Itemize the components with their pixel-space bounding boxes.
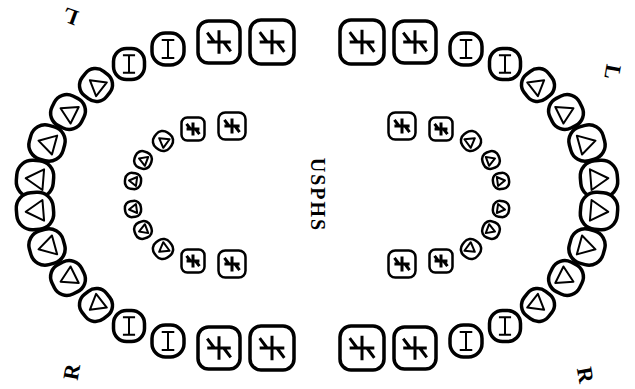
tooth [132, 149, 154, 171]
tooth [152, 325, 184, 357]
tooth [25, 121, 68, 164]
tooth [152, 33, 184, 65]
tooth [565, 121, 608, 164]
tooth [480, 219, 502, 241]
tooth [458, 236, 485, 263]
side-label: L [600, 63, 624, 81]
side-label: R [573, 365, 597, 384]
tooth [114, 49, 145, 80]
side-label: L [59, 3, 80, 29]
tooth [132, 219, 154, 241]
tooth [150, 236, 177, 263]
tooth [492, 172, 510, 190]
tooth [219, 251, 246, 278]
tooth [389, 113, 416, 140]
tooth [389, 251, 416, 278]
tooth [490, 311, 521, 342]
tooth [450, 325, 482, 357]
tooth [565, 225, 608, 268]
tooth [492, 200, 510, 218]
tooth [480, 149, 502, 171]
tooth [430, 250, 453, 273]
tooth [182, 118, 205, 141]
tooth [250, 326, 294, 370]
tooth [430, 118, 453, 141]
tooth [182, 250, 205, 273]
tooth [198, 21, 240, 63]
tooth [490, 49, 521, 80]
tooth [340, 326, 384, 370]
tooth [25, 225, 68, 268]
tooth [219, 113, 246, 140]
tooth [458, 128, 485, 155]
side-label: R [60, 362, 84, 381]
tooth [114, 311, 145, 342]
tooth [394, 327, 436, 369]
tooth [15, 191, 55, 231]
tooth [340, 20, 384, 64]
tooth [450, 33, 482, 65]
tooth [198, 327, 240, 369]
tooth [394, 21, 436, 63]
tooth [124, 200, 142, 218]
tooth [579, 191, 619, 231]
tooth [250, 20, 294, 64]
chart-system-label: USPHS [308, 158, 328, 232]
tooth [150, 128, 177, 155]
tooth [124, 172, 142, 190]
